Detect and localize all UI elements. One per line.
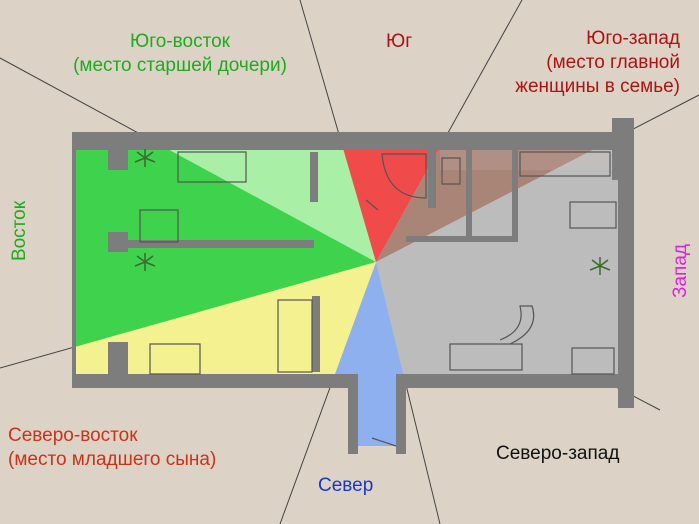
walls <box>72 118 634 454</box>
furniture <box>139 151 617 447</box>
northeast-title: Северо-восток <box>8 425 138 446</box>
southeast-note: (место старшей дочери) <box>73 55 287 76</box>
southeast-label: Юго-восток (место старшей дочери) <box>55 30 305 78</box>
sector-southeast <box>76 150 376 370</box>
southwest-note-2: женщины в семье) <box>515 76 680 97</box>
sector-north <box>280 262 440 446</box>
north-label: Север <box>318 475 374 496</box>
plant-icons <box>134 149 611 275</box>
sector-south-green <box>76 150 376 262</box>
southwest-note-1: (место главной <box>546 52 680 73</box>
northeast-note: (место младшего сына) <box>8 449 217 470</box>
west-label: Запад <box>670 244 691 298</box>
southwest-title: Юго-запад <box>586 28 680 49</box>
southeast-title: Юго-восток <box>130 31 230 52</box>
east-label: Восток <box>9 200 31 262</box>
northwest-label: Северо-запад <box>496 443 620 464</box>
sector-southwest <box>376 150 621 262</box>
southwest-label: Юго-запад (место главной женщины в семье… <box>470 27 680 99</box>
northeast-label: Северо-восток (место младшего сына) <box>8 424 216 472</box>
south-label: Юг <box>386 31 413 52</box>
